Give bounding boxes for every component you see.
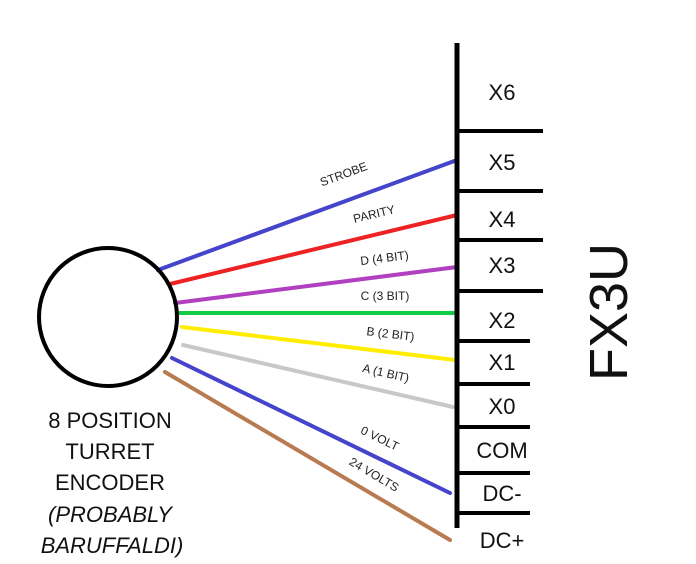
terminal-x2: X2 — [489, 308, 516, 333]
encoder-line-3: ENCODER — [55, 470, 165, 495]
wire-label: A (1 BIT) — [361, 361, 410, 385]
plc-title: FX3U — [579, 243, 639, 381]
wire-label: 0 VOLT — [358, 423, 401, 454]
wires: STROBE PARITY D (4 BIT) C (3 BIT) B (2 BIT) A… — [156, 158, 459, 542]
wire-x3 — [173, 265, 459, 305]
encoder-line-5: BARUFFALDI) — [41, 533, 184, 558]
wire-label: 24 VOLTS — [347, 455, 402, 495]
wire-label: B (2 BIT) — [366, 324, 415, 344]
terminal-x6: X6 — [489, 80, 516, 105]
terminal-x4: X4 — [489, 207, 516, 232]
wire-x4 — [168, 213, 459, 286]
terminal-x5: X5 — [489, 150, 516, 175]
terminal-dc-: DC- — [482, 481, 521, 506]
terminal-x1: X1 — [489, 350, 516, 375]
encoder-line-1: 8 POSITION — [48, 408, 171, 433]
wire-label: PARITY — [352, 202, 397, 226]
wire-label: D (4 BIT) — [359, 248, 409, 268]
encoder-line-2: TURRET — [65, 439, 154, 464]
wire-x0 — [181, 343, 455, 409]
terminal-x3: X3 — [489, 253, 516, 278]
terminal-com: COM — [476, 438, 527, 463]
encoder-circle — [37, 246, 179, 388]
terminal-dc+: DC+ — [480, 528, 525, 553]
wire-dc+ — [163, 370, 452, 542]
wire-x5 — [156, 158, 459, 272]
wire-label: STROBE — [318, 159, 369, 189]
terminal-x0: X0 — [489, 394, 516, 419]
encoder-label: 8 POSITION TURRET ENCODER (PROBABLY BARU… — [41, 408, 184, 558]
encoder-line-4: (PROBABLY — [48, 502, 173, 527]
wire-label: C (3 BIT) — [361, 289, 410, 303]
wire-x1 — [180, 325, 457, 362]
wire-dc- — [170, 356, 452, 495]
